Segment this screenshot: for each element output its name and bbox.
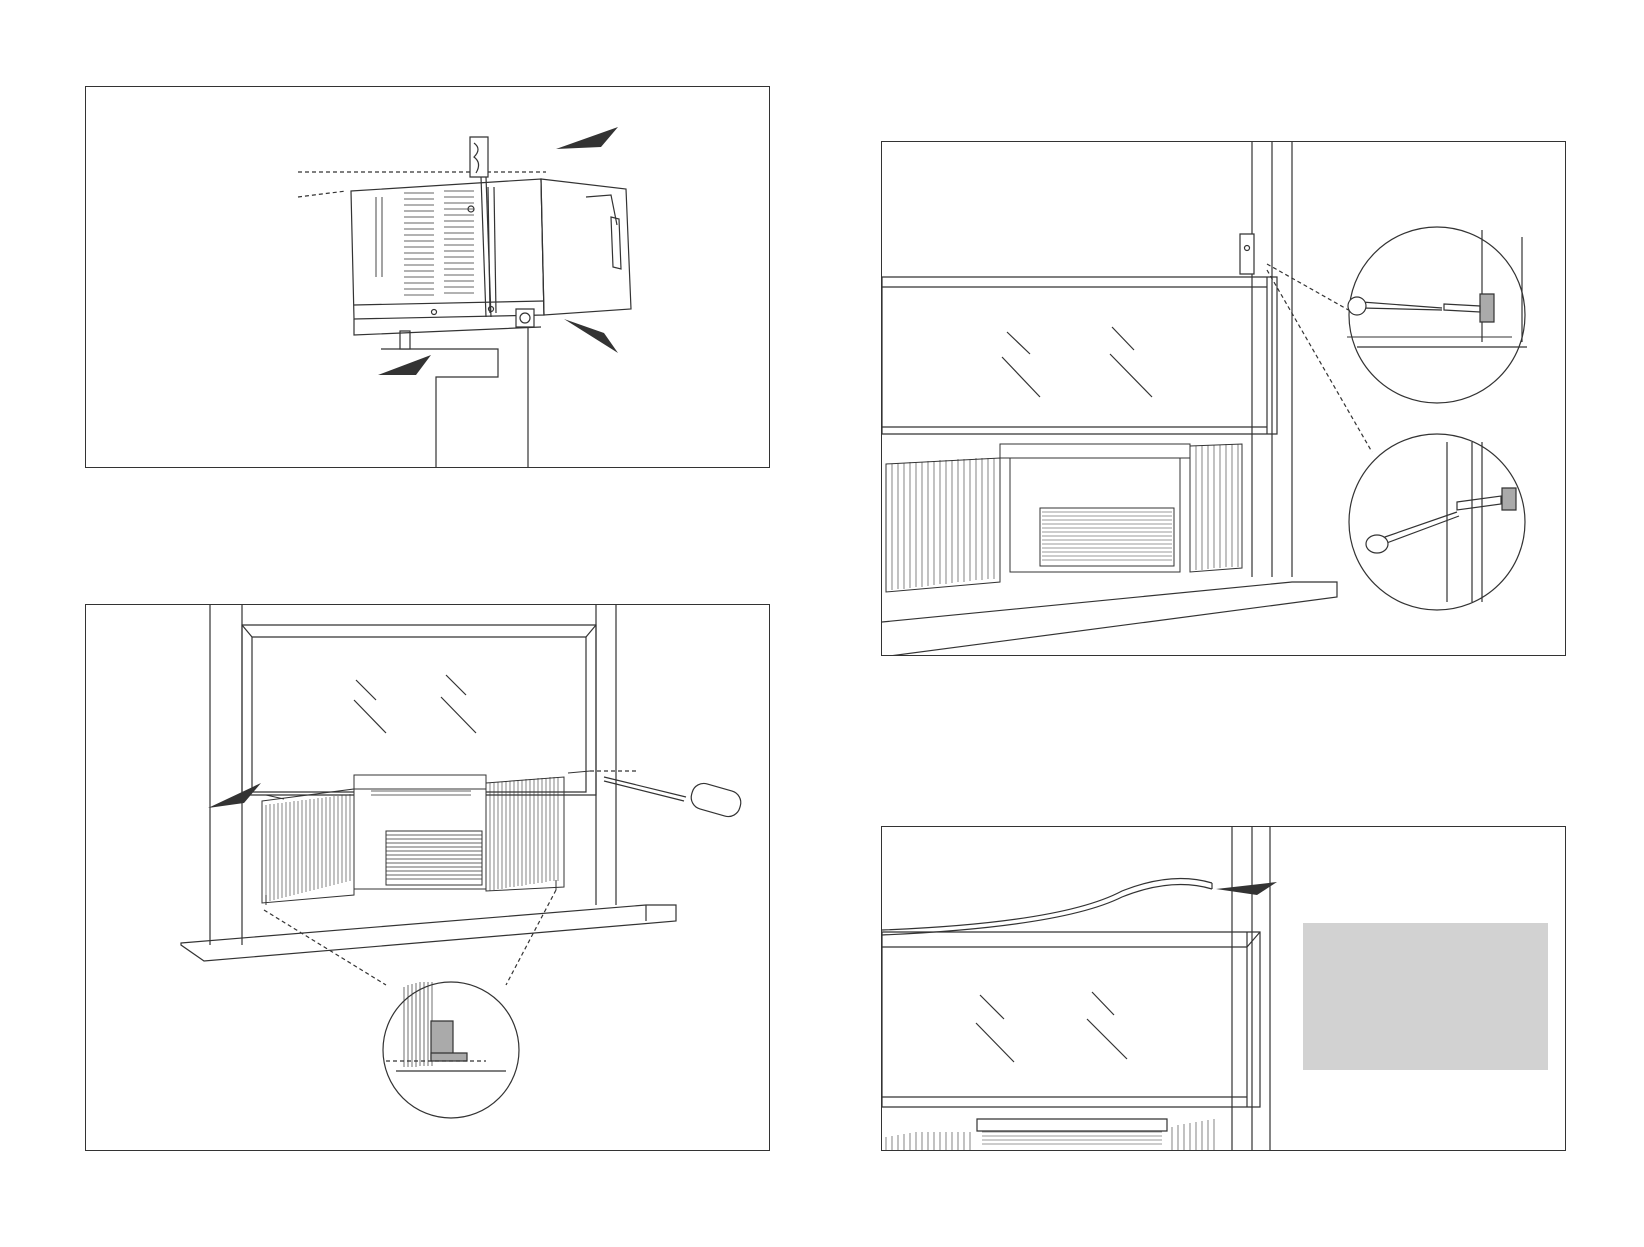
- callout-box: [1303, 923, 1548, 1070]
- window-sill: [354, 309, 541, 468]
- ac-unit-side-view: [351, 179, 631, 319]
- figure-side-bracket-detail: [881, 141, 1566, 656]
- ac-unit-front: [886, 444, 1242, 592]
- window-frame: [882, 142, 1372, 656]
- figure-foam-seal: [881, 826, 1566, 1151]
- detail-circle-top: [1347, 227, 1527, 403]
- arrow-marker: [1216, 882, 1277, 895]
- figure-screw-top-channel: [85, 604, 770, 1151]
- ac-unit-front: [262, 771, 590, 905]
- screwdriver: [590, 771, 744, 819]
- figure-unit-tilt: [85, 86, 770, 468]
- window-frame: [882, 827, 1270, 1151]
- detail-circle-bottom: [1349, 434, 1525, 610]
